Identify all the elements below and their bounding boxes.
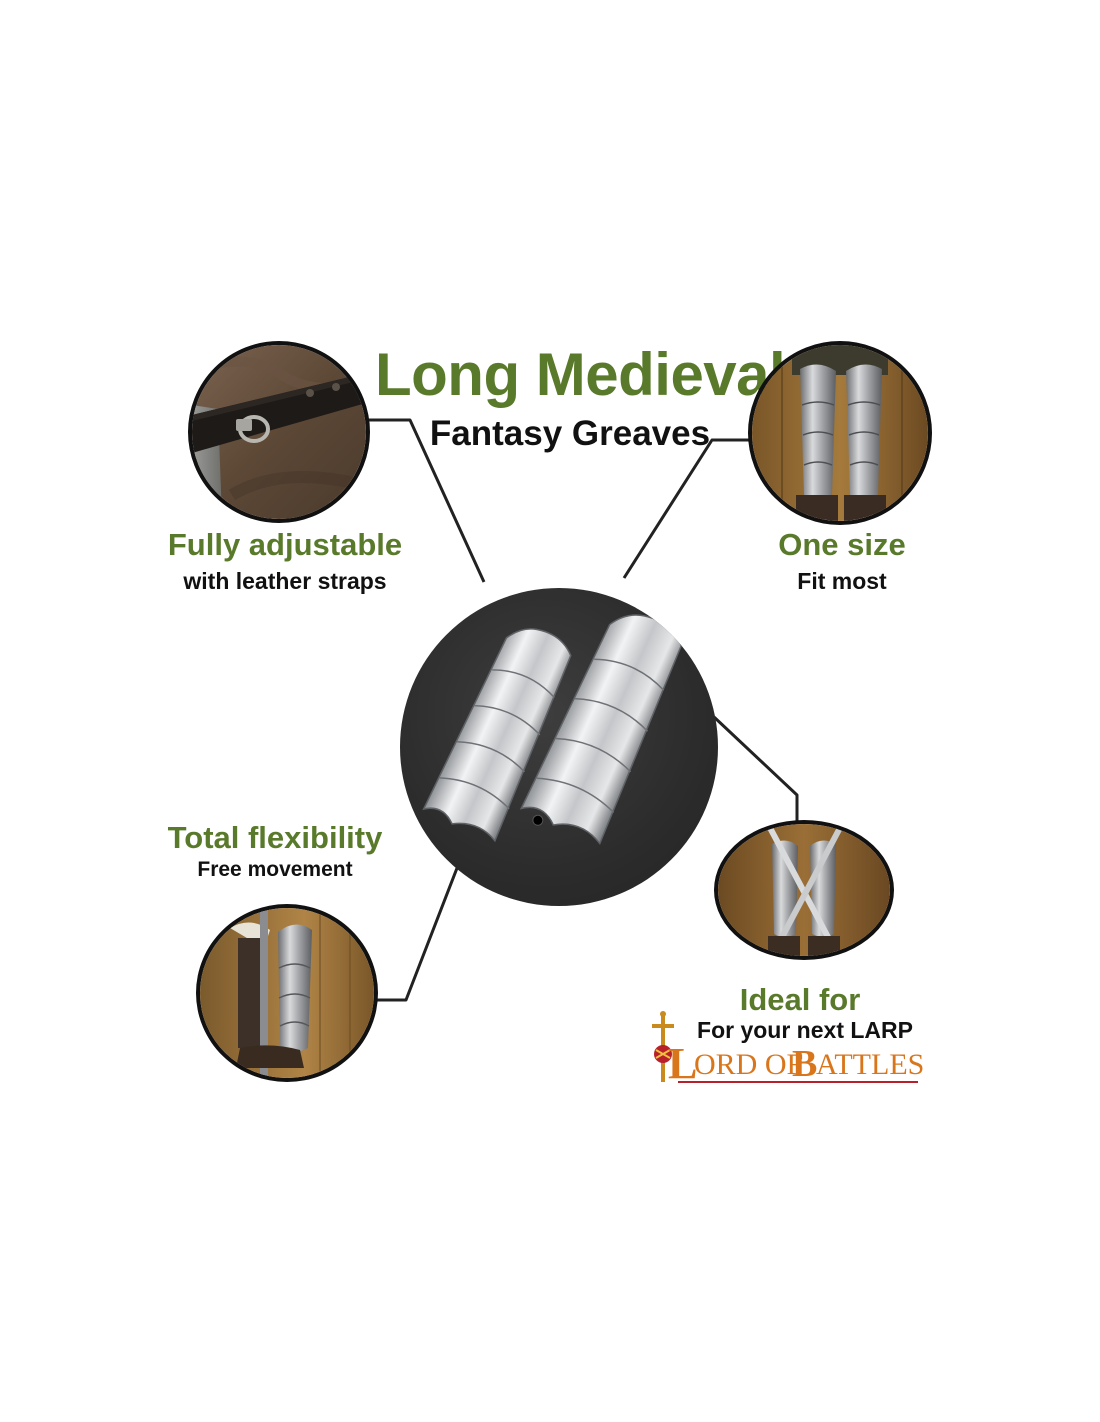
feature-flexibility-subtext: Free movement: [197, 858, 353, 881]
feature-ideal-subtext: For your next LARP: [697, 1017, 913, 1043]
svg-text:L: L: [668, 1039, 697, 1088]
greaves-side-photo: [200, 908, 374, 1078]
brand-logo: L ORD OF B ATTLES: [648, 1010, 924, 1090]
feature-ideal-heading: Ideal for: [739, 982, 861, 1017]
svg-text:ATTLES: ATTLES: [816, 1048, 923, 1081]
strap-photo-circle: [188, 341, 370, 523]
greaves-worn-photo: [752, 345, 928, 521]
fit-photo-circle: [748, 341, 932, 525]
greaves-product-photo: [422, 614, 683, 845]
connector-top-left: [366, 418, 486, 583]
feature-adjustable-subtext: with leather straps: [183, 568, 387, 594]
feature-onesize-subtext: Fit most: [797, 568, 887, 594]
svg-text:ORD OF: ORD OF: [694, 1048, 803, 1081]
feature-onesize-heading: One size: [778, 527, 906, 562]
connector-top-right: [622, 438, 750, 579]
page-title: Long Medieval: [375, 341, 786, 408]
crossed-swords-photo: [718, 824, 890, 956]
page-subtitle: Fantasy Greaves: [429, 414, 711, 453]
connector-bottom-left: [376, 849, 466, 1002]
feature-flexibility-heading: Total flexibility: [167, 820, 383, 855]
connector-bottom-right: [712, 715, 799, 824]
leather-strap-photo: [192, 345, 366, 519]
product-photo-circle: [400, 588, 718, 906]
sword-crest-icon: L ORD OF B ATTLES: [652, 1011, 924, 1088]
svg-text:B: B: [792, 1043, 817, 1085]
flexibility-photo-circle: [196, 904, 378, 1082]
feature-adjustable-heading: Fully adjustable: [167, 527, 403, 562]
larp-photo-circle: [714, 820, 894, 960]
